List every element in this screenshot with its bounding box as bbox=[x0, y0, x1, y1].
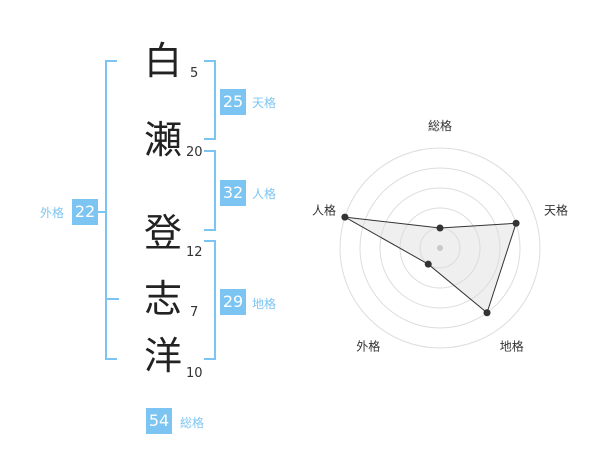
radar-ring bbox=[359, 167, 521, 329]
name-char-4: 志 bbox=[143, 277, 182, 321]
radar-series bbox=[341, 213, 520, 317]
chikaku-value: 29 bbox=[220, 289, 246, 315]
chikaku-bracket bbox=[204, 240, 216, 360]
radar-axis-label-4: 外格 bbox=[356, 339, 380, 354]
radar-point-3 bbox=[483, 309, 491, 317]
tenkaku-value: 25 bbox=[220, 89, 246, 115]
gaikaku-value: 22 bbox=[72, 199, 98, 225]
tenkaku-bracket bbox=[204, 60, 216, 140]
stroke-count-4: 7 bbox=[190, 305, 199, 320]
radar-point-5 bbox=[341, 213, 349, 221]
radar-center-dot bbox=[437, 245, 443, 251]
radar-grid bbox=[339, 147, 541, 349]
name-char-1: 白 bbox=[143, 39, 182, 83]
stroke-count-2: 20 bbox=[186, 145, 203, 160]
radar-ring bbox=[379, 187, 501, 309]
radar-ring bbox=[339, 147, 541, 349]
soukaku-value: 54 bbox=[146, 408, 172, 434]
tenkaku-label: 天格 bbox=[252, 96, 277, 110]
soukaku-label: 総格 bbox=[180, 416, 205, 430]
name-char-2: 瀬 bbox=[143, 118, 182, 162]
radar-point-4 bbox=[424, 260, 432, 268]
jinkaku-bracket bbox=[204, 150, 216, 231]
gaikaku-bracket bbox=[105, 60, 117, 360]
radar-axis-label-3: 地格 bbox=[500, 339, 524, 354]
gaikaku-connector bbox=[98, 211, 106, 213]
jinkaku-label: 人格 bbox=[252, 187, 277, 201]
radar-axis-label-1: 総格 bbox=[428, 118, 452, 133]
stroke-count-5: 10 bbox=[186, 366, 203, 381]
name-char-3: 登 bbox=[143, 211, 182, 255]
name-char-5: 洋 bbox=[143, 334, 182, 378]
stroke-count-3: 12 bbox=[186, 245, 203, 260]
stroke-count-1: 5 bbox=[190, 66, 199, 81]
gaikaku-label: 外格 bbox=[40, 206, 65, 220]
radar-axis-label-5: 人格 bbox=[312, 202, 336, 217]
radar-point-2 bbox=[512, 219, 520, 227]
jinkaku-value: 32 bbox=[220, 180, 246, 206]
radar-axis-label-2: 天格 bbox=[544, 202, 568, 217]
radar-point-1 bbox=[436, 224, 444, 232]
gaikaku-divider bbox=[106, 298, 119, 300]
chikaku-label: 地格 bbox=[252, 297, 277, 311]
